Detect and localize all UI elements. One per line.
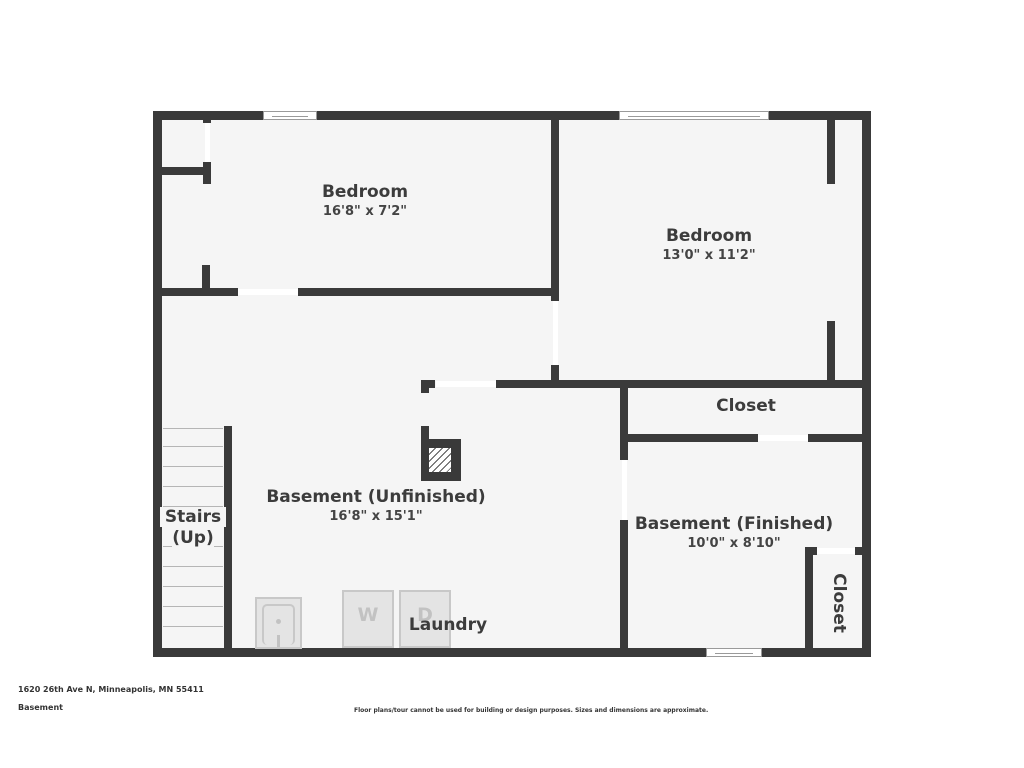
window (706, 648, 762, 657)
wall (203, 162, 211, 184)
wall (158, 288, 238, 296)
wall (158, 167, 210, 175)
closet-door-opening (758, 435, 808, 441)
washer: W (342, 590, 394, 648)
bedroom-door-opening (238, 289, 298, 295)
wall (827, 116, 835, 184)
stair-step (163, 428, 223, 429)
stair-step (163, 586, 223, 587)
stair-step (163, 606, 223, 607)
wall (551, 365, 559, 387)
door-opening (622, 460, 627, 520)
wall (496, 380, 866, 388)
wall (298, 288, 558, 296)
outer-wall-bottom (153, 648, 871, 657)
sink-drain-icon (276, 619, 281, 624)
disclaimer-text: Floor plans/tour cannot be used for buil… (354, 707, 709, 714)
wall (624, 434, 758, 442)
dryer: D (399, 590, 451, 648)
wall (827, 321, 835, 383)
wall (805, 547, 813, 653)
door-opening (436, 381, 496, 387)
room-dimensions: 13'0" x 11'2" (662, 248, 756, 263)
outer-wall-right (862, 111, 871, 657)
stair-step (163, 626, 223, 627)
room-label-bedroom-2: Bedroom 13'0" x 11'2" (609, 226, 809, 263)
bedroom-door-opening (553, 301, 558, 365)
wall (620, 384, 628, 460)
stair-step (163, 506, 223, 507)
room-name: Bedroom (321, 182, 409, 202)
room-dimensions: 10'0" x 8'10" (687, 536, 781, 551)
closet-door-opening (817, 548, 855, 554)
room-name: Basement (Unfinished) (266, 487, 486, 507)
stair-step (163, 566, 223, 567)
stairs-wall (224, 426, 232, 653)
room-name: Basement (Finished) (634, 514, 834, 534)
room-label-closet-top: Closet (716, 396, 776, 416)
wall (202, 265, 210, 291)
stair-step (163, 446, 223, 447)
room-label-laundry: Laundry (408, 615, 488, 635)
sink-faucet-icon (277, 635, 280, 647)
chimney (421, 426, 429, 440)
wall (203, 116, 211, 123)
outer-wall-top (153, 111, 871, 120)
window (263, 111, 317, 120)
window (619, 111, 769, 120)
room-label-closet-side: Closet (829, 573, 849, 633)
outer-wall-left (153, 111, 162, 657)
closet-door-opening (205, 123, 210, 162)
sink-basin (262, 604, 295, 645)
wall (855, 547, 865, 555)
washer-label: W (357, 604, 379, 626)
chimney-hatch (429, 448, 451, 472)
wall (805, 547, 817, 555)
floor-name: Basement (18, 703, 63, 712)
dryer-label: D (417, 604, 433, 626)
room-dimensions: 16'8" x 15'1" (329, 509, 423, 524)
stairs-label-line1: Stairs (160, 507, 226, 527)
room-label-bedroom-1: Bedroom 16'8" x 7'2" (265, 182, 465, 219)
wall (421, 380, 429, 393)
room-name: Bedroom (665, 226, 753, 246)
room-dimensions: 16'8" x 7'2" (322, 204, 408, 219)
wall (551, 116, 559, 301)
wall (620, 520, 628, 653)
wall (808, 434, 866, 442)
address-text: 1620 26th Ave N, Minneapolis, MN 55411 (18, 685, 204, 694)
room-label-stairs: Stairs (Up) (160, 507, 226, 548)
stairs-label-line2: (Up) (172, 528, 214, 548)
laundry-sink (255, 597, 302, 649)
room-label-basement-unfinished: Basement (Unfinished) 16'8" x 15'1" (246, 487, 506, 524)
stair-step (163, 486, 223, 487)
room-label-basement-finished: Basement (Finished) 10'0" x 8'10" (619, 514, 849, 551)
stair-step (163, 466, 223, 467)
